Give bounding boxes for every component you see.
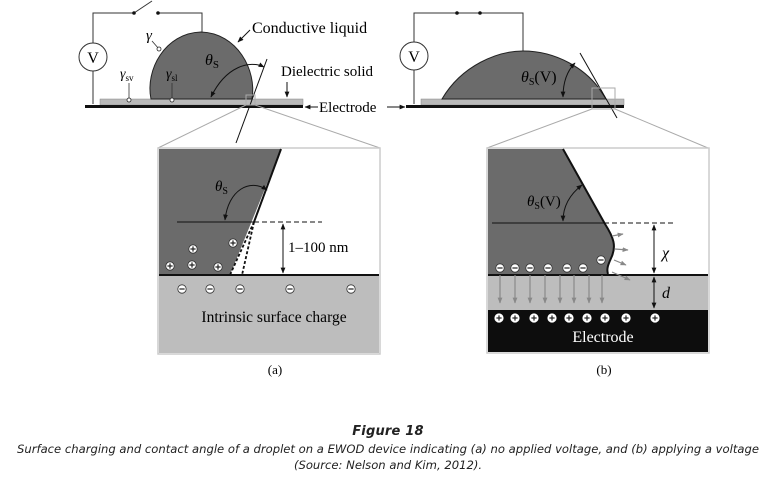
zoom-leader-a-right bbox=[254, 104, 381, 149]
switch-contact-b bbox=[455, 11, 459, 15]
zoom-leader-b-left bbox=[486, 108, 593, 149]
panel-a-caption: (a) bbox=[268, 362, 282, 377]
voltmeter-b-label: V bbox=[408, 49, 420, 66]
gamma-sv-point bbox=[126, 97, 132, 103]
gamma-label: γ bbox=[146, 28, 153, 44]
contact-line-b bbox=[562, 148, 615, 275]
voltmeter-a bbox=[78, 42, 108, 72]
electrode-label: Electrode bbox=[319, 100, 377, 116]
dielectric-region-a bbox=[159, 275, 379, 353]
caption-line-1: Surface charging and contact angle of a … bbox=[17, 442, 759, 456]
gamma-sv-label: γ bbox=[120, 67, 126, 82]
switch-lever-a bbox=[133, 0, 153, 14]
panel-b-zoom: θS(V) χ d Electrode bbox=[486, 147, 710, 354]
chi-label: χ bbox=[660, 245, 670, 262]
svg-text:γsv: γsv bbox=[120, 67, 134, 83]
dielectric-layer-b bbox=[420, 98, 625, 106]
voltmeter-b bbox=[399, 41, 429, 71]
electrode-region-b bbox=[488, 310, 708, 352]
surface-charge-label: Intrinsic surface charge bbox=[201, 309, 346, 326]
conductive-liquid-label: Conductive liquid bbox=[252, 20, 367, 37]
dotted-line-2 bbox=[241, 221, 255, 276]
theta-s-symbol-a: θ bbox=[205, 52, 213, 69]
theta-s-v-zoom-b: θ bbox=[527, 194, 535, 210]
electric-field-arrows bbox=[497, 232, 631, 304]
panel-a-device: V θS γ γsv γsl Conductive liquid Dielect… bbox=[78, 0, 406, 149]
svg-text:γsl: γsl bbox=[166, 67, 178, 83]
positive-charges-a bbox=[165, 238, 238, 272]
thickness-label: 1–100 nm bbox=[288, 240, 349, 256]
theta-arc-zoom-b bbox=[560, 184, 583, 222]
gamma-sl-label: γ bbox=[166, 67, 172, 82]
liquid-region-b bbox=[488, 149, 614, 274]
ewod-diagram: V θS γ γsv γsl Conductive liquid Dielect… bbox=[78, 0, 710, 377]
electrode-layer-a bbox=[85, 105, 303, 108]
dielectric-region-b bbox=[488, 275, 708, 310]
negative-charges-b bbox=[495, 255, 606, 273]
zoom-leader-b-right bbox=[614, 108, 709, 149]
svg-text:θS(V): θS(V) bbox=[527, 194, 561, 212]
switch-contact-a bbox=[132, 11, 136, 15]
liquid-region-a bbox=[159, 149, 281, 275]
panel-a-zoom: θS 1–100 nm Intrinsic surface charge bbox=[157, 147, 381, 355]
fringe-field-arrow bbox=[614, 247, 629, 252]
panel-b-caption: (b) bbox=[596, 362, 611, 377]
panel-b-device: V θS(V) bbox=[399, 11, 709, 149]
droplet-a bbox=[149, 31, 254, 100]
theta-s-v-label-b: θ bbox=[521, 69, 529, 86]
theta-angle-arc-a bbox=[210, 62, 265, 98]
svg-text:θS(V): θS(V) bbox=[521, 69, 557, 88]
fringe-field-arrow bbox=[611, 271, 631, 281]
negative-charges-a bbox=[177, 284, 356, 294]
zoom-leader-a-left bbox=[157, 104, 247, 149]
gamma-sl-point bbox=[169, 97, 175, 103]
voltmeter-a-label: V bbox=[87, 50, 99, 67]
tangent-line-b bbox=[579, 52, 618, 119]
fringe-field-arrow bbox=[613, 259, 627, 266]
switch-contact-b-2 bbox=[478, 11, 482, 15]
dielectric-solid-label: Dielectric solid bbox=[281, 64, 374, 80]
zoom-region-marker-b bbox=[591, 87, 616, 110]
theta-arc-b bbox=[560, 62, 576, 98]
circuit-wire-b bbox=[413, 12, 524, 66]
switch-contact-a-2 bbox=[156, 11, 160, 15]
fringe-field-arrow bbox=[611, 232, 624, 238]
figure-title: Figure 18 bbox=[352, 424, 424, 439]
zoom-region-marker-a bbox=[245, 94, 256, 106]
positive-charges-b bbox=[494, 313, 660, 323]
theta-s-zoom-a: θ bbox=[215, 179, 223, 195]
tangent-line-a bbox=[235, 58, 268, 144]
electrode-zoom-label: Electrode bbox=[572, 329, 633, 346]
d-label: d bbox=[662, 285, 671, 302]
caption-line-2: (Source: Nelson and Kim, 2012). bbox=[293, 458, 483, 472]
figure-caption: Surface charging and contact angle of a … bbox=[0, 441, 776, 473]
gamma-point bbox=[156, 46, 162, 52]
electrode-layer-b bbox=[406, 105, 624, 108]
conductive-liquid-arrow bbox=[237, 29, 251, 43]
theta-arc-zoom-a bbox=[223, 184, 268, 221]
